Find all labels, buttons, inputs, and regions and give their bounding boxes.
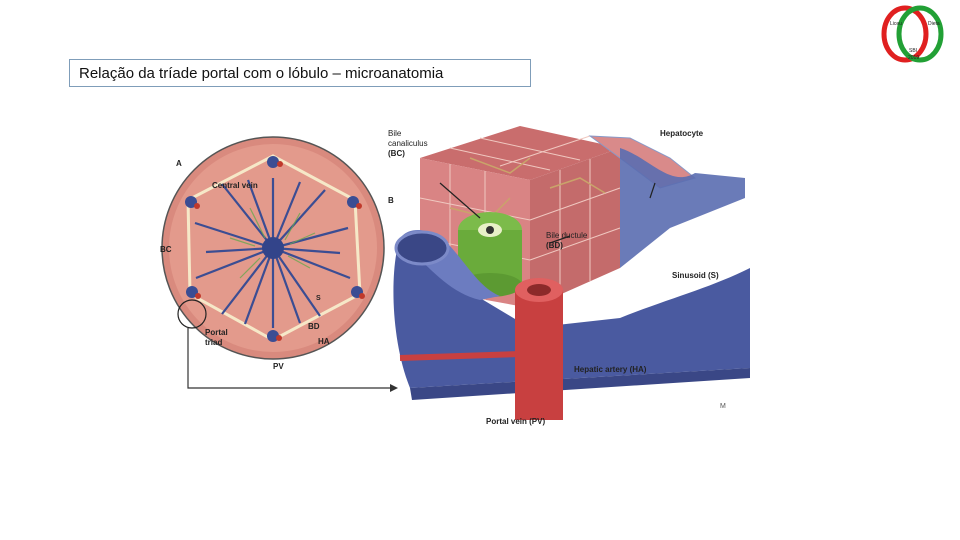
slide-title: Relação da tríade portal com o lóbulo – … — [79, 65, 444, 82]
label-hepatic-artery: Hepatic artery (HA) — [574, 365, 647, 374]
label-bile-ductule-1: Bile ductule — [546, 231, 588, 240]
label-bd-left: BD — [308, 322, 320, 331]
label-bile-canaliculus-2: canaliculus — [388, 139, 428, 148]
label-portal-vein: Portal vein (PV) — [486, 417, 545, 426]
portal-triad-highlight — [177, 299, 207, 329]
portal-vein — [393, 230, 750, 400]
label-bile-canaliculus-1: Bile — [388, 129, 402, 138]
lobule-3d-block: M — [393, 126, 750, 420]
logo: Liceu Dieta SBI 2019 — [878, 4, 946, 72]
central-vein-mark — [262, 237, 284, 259]
label-portal-triad-1: Portal — [205, 328, 228, 337]
label-bc-left: BC — [160, 245, 172, 254]
panel-a-letter: A — [176, 159, 182, 168]
logo-rings — [881, 5, 944, 63]
logo-text-left: Liceu — [890, 21, 902, 27]
logo-text-bottom-1: SBI — [909, 48, 918, 54]
logo-text-bottom-2: 2019 — [908, 55, 920, 61]
liver-figure-svg: A Central vein BC S BD HA PV Portal tria… — [160, 126, 750, 426]
label-portal-triad-2: triad — [205, 338, 222, 347]
slide-title-box: Relação da tríade portal com o lóbulo – … — [69, 59, 531, 87]
connector-line — [187, 328, 390, 389]
label-ha-left: HA — [318, 337, 330, 346]
label-hepatocyte: Hepatocyte — [660, 129, 704, 138]
label-s-left: S — [316, 295, 321, 302]
logo-text-right: Dieta — [928, 21, 940, 27]
credit-mark: M — [720, 403, 726, 410]
lobule-cross-section — [161, 136, 385, 360]
connector-arrowhead — [390, 384, 398, 392]
label-pv-left: PV — [273, 362, 284, 371]
label-sinusoid: Sinusoid (S) — [672, 271, 719, 280]
label-bile-canaliculus-3: (BC) — [388, 149, 405, 158]
label-central-vein: Central vein — [212, 181, 258, 190]
hepatic-artery — [399, 278, 563, 420]
label-bile-ductule-2: (BD) — [546, 241, 563, 250]
panel-b-letter: B — [388, 196, 394, 205]
liver-lobule-figure: A Central vein BC S BD HA PV Portal tria… — [150, 118, 760, 438]
